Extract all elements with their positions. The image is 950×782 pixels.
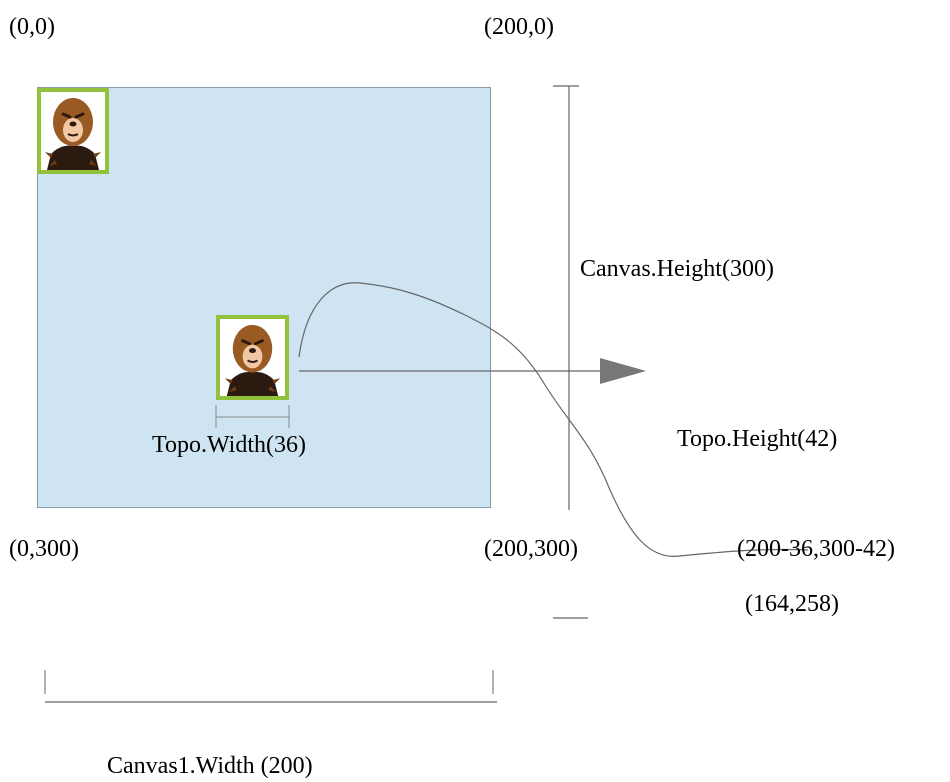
corner-label-top-left: (0,0) xyxy=(9,14,55,40)
max-position-expression: (200-36,300-42) xyxy=(737,536,895,562)
mole-icon xyxy=(220,319,285,396)
corner-label-top-right: (200,0) xyxy=(484,14,554,40)
corner-label-bottom-right: (200,300) xyxy=(484,536,578,562)
topo-height-label: Topo.Height(42) xyxy=(677,426,838,452)
mole-sprite-max xyxy=(216,315,289,400)
canvas-width-label: Canvas1.Width (200) xyxy=(107,753,313,779)
mole-icon xyxy=(41,92,105,170)
topo-width-label: Topo.Width(36) xyxy=(152,432,306,458)
canvas-height-label: Canvas.Height(300) xyxy=(580,256,774,282)
mole-sprite-origin xyxy=(37,88,109,174)
corner-label-bottom-left: (0,300) xyxy=(9,536,79,562)
max-position-value: (164,258) xyxy=(745,591,839,617)
arrow-head-icon xyxy=(600,358,646,384)
